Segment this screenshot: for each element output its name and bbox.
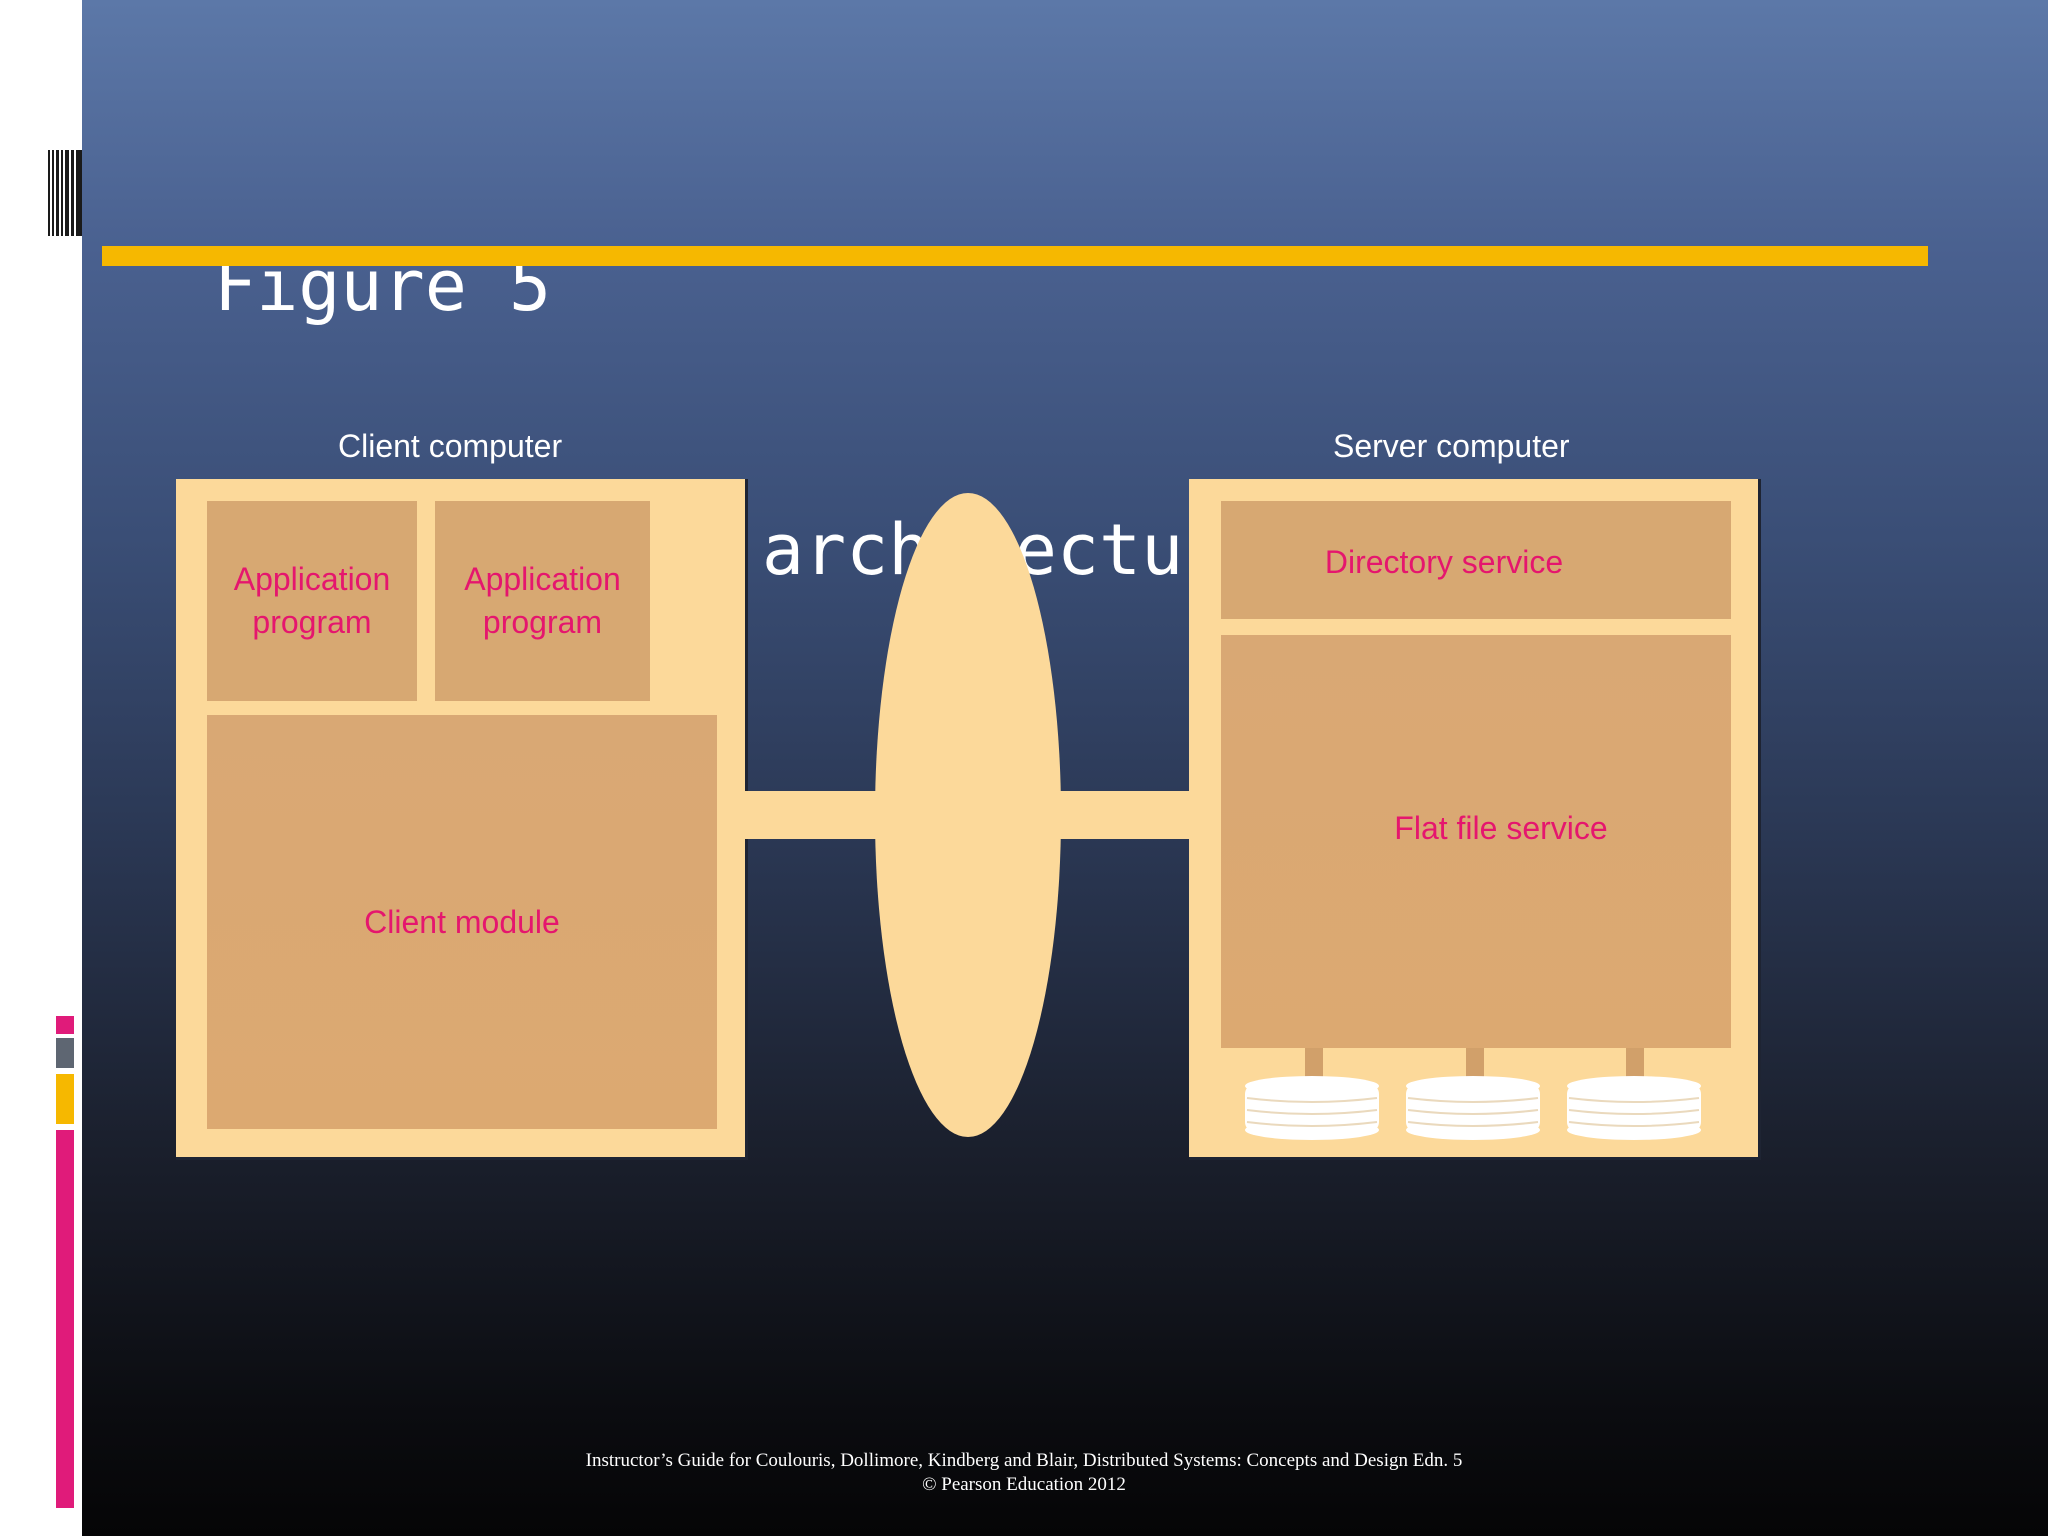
app1-line1: Application [233,561,391,597]
barcode-decoration [48,150,82,236]
accent-bar-pink-small [56,1016,74,1034]
network-server-link [1055,791,1195,839]
network-ellipse [875,493,1061,1137]
client-module-box: Client module [207,715,717,1129]
directory-service-box: Directory service [1221,501,1731,619]
footer-line-2: © Pearson Education 2012 [922,1474,1126,1495]
client-network-link [741,791,881,839]
app1-line2: program [252,604,372,640]
disk-icon [1406,1076,1540,1140]
left-margin-strip [0,0,82,1536]
accent-bar-pink-long [56,1130,74,1508]
accent-bar-gray [56,1038,74,1068]
application-program-box-1: Application program [207,501,417,701]
footer-credit: Instructor’s Guide for Coulouris, Dollim… [0,1449,2048,1497]
client-computer-box: Application program Application program … [176,479,748,1160]
app2-line2: program [482,604,603,640]
server-computer-box: Directory service Flat file service [1189,479,1761,1160]
flat-file-service-label: Flat file service [1394,810,1608,846]
accent-bar-yellow [56,1074,74,1124]
client-computer-label: Client computer [338,428,563,464]
directory-service-label: Directory service [1324,544,1564,580]
disk-icon [1245,1076,1379,1140]
title-underline-rule [102,246,1928,266]
footer-line-1: Instructor’s Guide for Coulouris, Dollim… [585,1450,1463,1471]
application-program-box-2: Application program [435,501,650,701]
server-computer-label: Server computer [1333,428,1570,464]
app2-line1: Application [464,561,621,597]
disk-icon [1567,1076,1701,1140]
flat-file-service-box: Flat file service [1221,635,1731,1048]
client-module-label: Client module [364,903,560,940]
